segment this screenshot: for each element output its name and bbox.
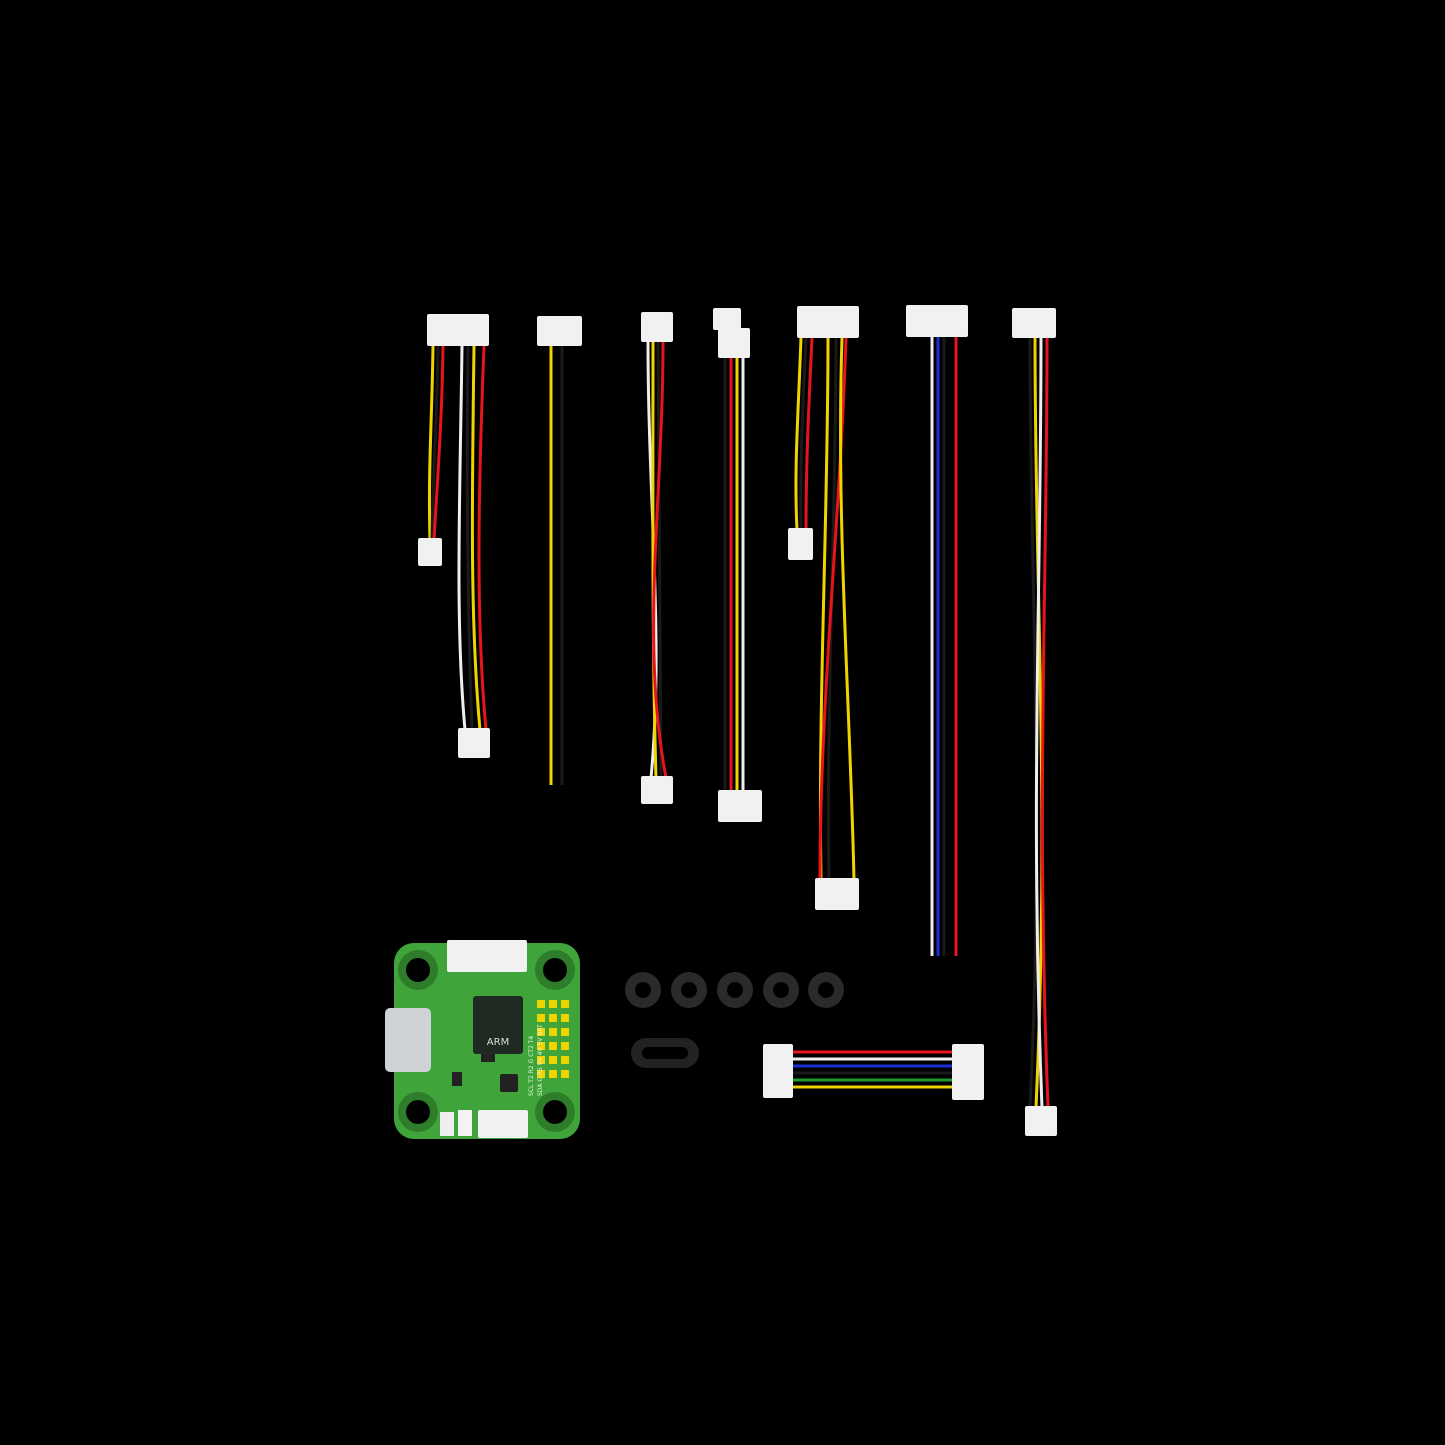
connector (537, 316, 582, 346)
connector (952, 1044, 984, 1100)
connector (713, 308, 741, 330)
flight-controller-board: ARM SDA G RS 9V 4V 5V BAT SCL T2 R2 G CT… (385, 940, 580, 1139)
connector (641, 312, 673, 342)
cable-3 (641, 312, 673, 804)
connector (418, 538, 442, 566)
grommets (625, 972, 844, 1008)
ribbon-cable (763, 1044, 984, 1100)
led-pads (458, 1110, 472, 1136)
connector (763, 1044, 793, 1098)
connector (788, 528, 813, 560)
small-component (481, 1054, 495, 1062)
cable-1 (418, 314, 490, 758)
mcu-chip (473, 996, 523, 1054)
silkscreen-row-1: SDA G RS 9V 4V 5V BAT (537, 1024, 544, 1096)
connector (641, 776, 673, 804)
connector (427, 314, 489, 346)
solder-pads (537, 1000, 569, 1078)
connector (1012, 308, 1056, 338)
connector (478, 1110, 528, 1138)
connector (1025, 1106, 1057, 1136)
connector (718, 328, 750, 358)
connector (797, 306, 859, 338)
cable-4 (713, 308, 762, 822)
usb-port (385, 1008, 431, 1072)
connector (458, 728, 490, 758)
cable-2 (537, 316, 582, 785)
chip-label: ARM (487, 1037, 509, 1048)
connector (906, 305, 968, 337)
silkscreen-row-2: SCL T2 R2 G CT2 T4 (528, 1036, 535, 1096)
sensor-chip (500, 1074, 518, 1092)
cable-6 (906, 305, 968, 956)
usb-cover (631, 1038, 699, 1068)
cable-5 (788, 306, 859, 910)
connector (718, 790, 762, 822)
boot-button (440, 1112, 454, 1136)
cable-7 (1012, 308, 1057, 1136)
connector (815, 878, 859, 910)
regulator-chip (452, 1072, 462, 1086)
connector (447, 940, 527, 972)
